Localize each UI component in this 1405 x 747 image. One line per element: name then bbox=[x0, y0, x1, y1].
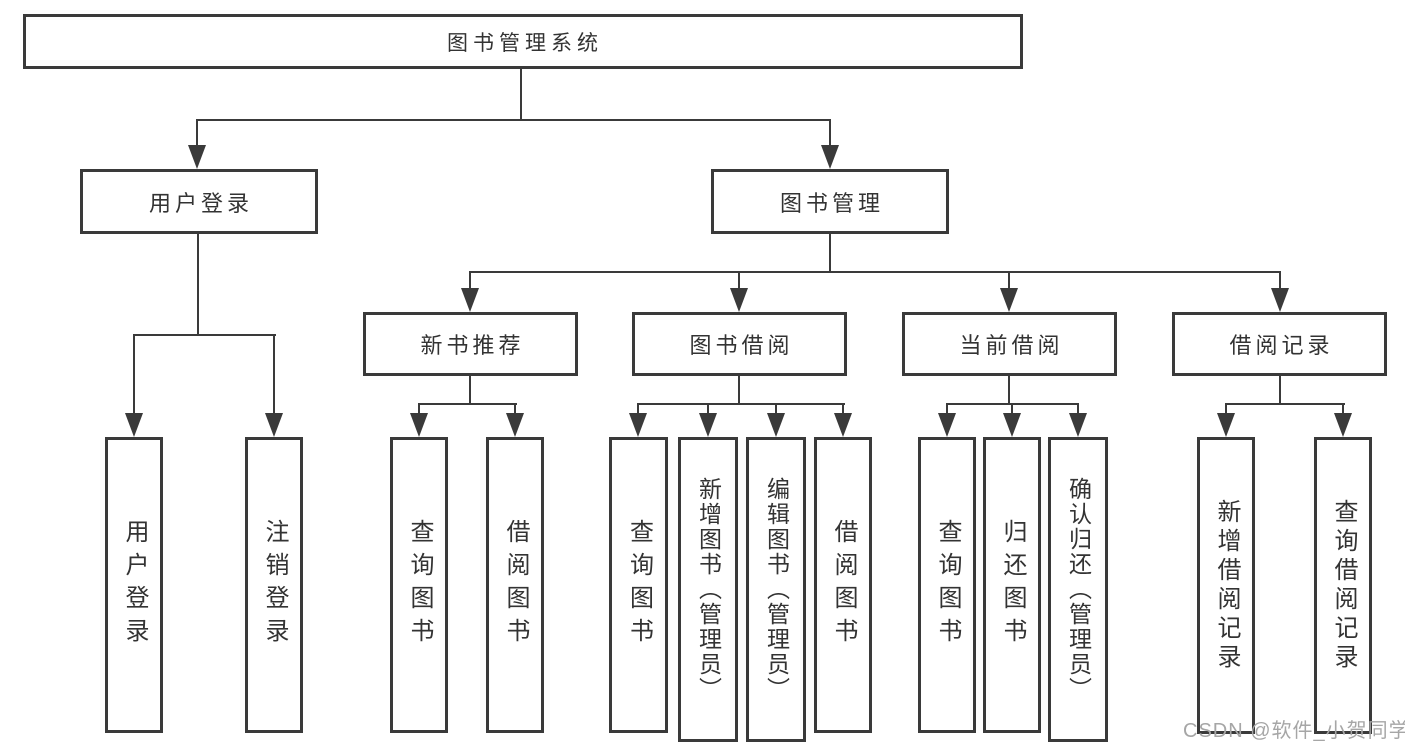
connector-line bbox=[1279, 375, 1281, 405]
leaf-query-books-2: 查询图书 bbox=[609, 437, 668, 733]
arrow-down-icon bbox=[1271, 288, 1289, 312]
arrow-down-icon bbox=[265, 413, 283, 437]
connector-line bbox=[197, 119, 831, 121]
connector-line bbox=[1225, 403, 1227, 419]
connector-line bbox=[469, 375, 471, 405]
arrow-down-icon bbox=[125, 413, 143, 437]
connector-line bbox=[738, 375, 740, 405]
connector-line bbox=[637, 403, 639, 419]
arrow-down-icon bbox=[730, 288, 748, 312]
leaf-add-borrow-record: 新增借阅记录 bbox=[1197, 437, 1255, 734]
leaf-add-borrow-record-label: 新增借阅记录 bbox=[1213, 498, 1240, 673]
node-user-login: 用户登录 bbox=[80, 169, 318, 234]
node-root-label: 图书管理系统 bbox=[447, 31, 603, 55]
connector-line bbox=[829, 119, 831, 147]
connector-line bbox=[418, 403, 517, 405]
leaf-logout-label: 注销登录 bbox=[261, 519, 288, 651]
leaf-return-books: 归还图书 bbox=[983, 437, 1041, 733]
connector-line bbox=[1011, 403, 1013, 419]
leaf-user-login-label: 用户登录 bbox=[121, 519, 148, 651]
connector-line bbox=[829, 232, 831, 273]
connector-line bbox=[273, 334, 275, 416]
leaf-edit-books-admin-label: 编辑图书（管理员） bbox=[763, 477, 790, 702]
connector-line bbox=[418, 403, 420, 419]
arrow-down-icon bbox=[1000, 288, 1018, 312]
leaf-query-books-1: 查询图书 bbox=[390, 437, 448, 733]
connector-line bbox=[1279, 271, 1281, 291]
node-root: 图书管理系统 bbox=[23, 14, 1023, 69]
leaf-logout: 注销登录 bbox=[245, 437, 303, 733]
arrow-down-icon bbox=[938, 413, 956, 437]
connector-line bbox=[707, 403, 709, 419]
leaf-query-books-1-label: 查询图书 bbox=[406, 519, 433, 651]
leaf-return-books-label: 归还图书 bbox=[999, 519, 1026, 651]
connector-line bbox=[514, 403, 516, 419]
node-book-management: 图书管理 bbox=[711, 169, 949, 234]
arrow-down-icon bbox=[410, 413, 428, 437]
leaf-query-borrow-record-label: 查询借阅记录 bbox=[1330, 498, 1357, 673]
connector-line bbox=[775, 403, 777, 419]
arrow-down-icon bbox=[1069, 413, 1087, 437]
connector-line bbox=[520, 67, 522, 120]
connector-line bbox=[197, 232, 199, 336]
node-book-borrowing: 图书借阅 bbox=[632, 312, 847, 376]
leaf-add-books-admin-label: 新增图书（管理员） bbox=[695, 477, 722, 702]
connector-line bbox=[946, 403, 948, 419]
leaf-confirm-return-admin: 确认归还（管理员） bbox=[1048, 437, 1108, 742]
connector-line bbox=[133, 334, 276, 336]
leaf-query-books-2-label: 查询图书 bbox=[625, 519, 653, 651]
node-borrow-records-label: 借阅记录 bbox=[1229, 333, 1334, 358]
connector-line bbox=[1077, 403, 1079, 419]
leaf-query-borrow-record: 查询借阅记录 bbox=[1314, 437, 1372, 734]
leaf-borrow-books-2-label: 借阅图书 bbox=[830, 519, 857, 651]
arrow-down-icon bbox=[188, 145, 206, 169]
node-new-book-recommend-label: 新书推荐 bbox=[420, 333, 525, 358]
arrow-down-icon bbox=[699, 413, 717, 437]
connector-line bbox=[196, 119, 198, 147]
leaf-borrow-books-1-label: 借阅图书 bbox=[502, 519, 529, 651]
leaf-confirm-return-admin-label: 确认归还（管理员） bbox=[1065, 477, 1092, 702]
connector-line bbox=[133, 334, 135, 416]
leaf-borrow-books-1: 借阅图书 bbox=[486, 437, 544, 733]
leaf-borrow-books-2: 借阅图书 bbox=[814, 437, 872, 733]
connector-line bbox=[738, 271, 740, 291]
connector-line bbox=[469, 271, 471, 291]
leaf-edit-books-admin: 编辑图书（管理员） bbox=[746, 437, 806, 742]
arrow-down-icon bbox=[506, 413, 524, 437]
arrow-down-icon bbox=[461, 288, 479, 312]
arrow-down-icon bbox=[1217, 413, 1235, 437]
connector-line bbox=[1342, 403, 1344, 419]
node-book-borrowing-label: 图书借阅 bbox=[689, 333, 794, 358]
arrow-down-icon bbox=[767, 413, 785, 437]
connector-line bbox=[1008, 271, 1010, 291]
leaf-add-books-admin: 新增图书（管理员） bbox=[678, 437, 738, 742]
arrow-down-icon bbox=[629, 413, 647, 437]
connector-line bbox=[842, 403, 844, 419]
arrow-down-icon bbox=[1003, 413, 1021, 437]
arrow-down-icon bbox=[1334, 413, 1352, 437]
connector-line bbox=[1008, 375, 1010, 405]
leaf-user-login: 用户登录 bbox=[105, 437, 163, 733]
connector-line bbox=[1225, 403, 1345, 405]
arrow-down-icon bbox=[821, 145, 839, 169]
arrow-down-icon bbox=[834, 413, 852, 437]
csdn-watermark: CSDN @软件_小贺同学 bbox=[1183, 720, 1405, 742]
node-current-borrow-label: 当前借阅 bbox=[959, 333, 1064, 358]
node-current-borrow: 当前借阅 bbox=[902, 312, 1117, 376]
connector-line bbox=[470, 271, 1281, 273]
leaf-query-books-3-label: 查询图书 bbox=[934, 519, 961, 651]
node-user-login-label: 用户登录 bbox=[148, 190, 253, 216]
leaf-query-books-3: 查询图书 bbox=[918, 437, 976, 733]
node-book-management-label: 图书管理 bbox=[779, 190, 884, 216]
node-borrow-records: 借阅记录 bbox=[1172, 312, 1387, 376]
node-new-book-recommend: 新书推荐 bbox=[363, 312, 578, 376]
connector-line bbox=[637, 403, 845, 405]
